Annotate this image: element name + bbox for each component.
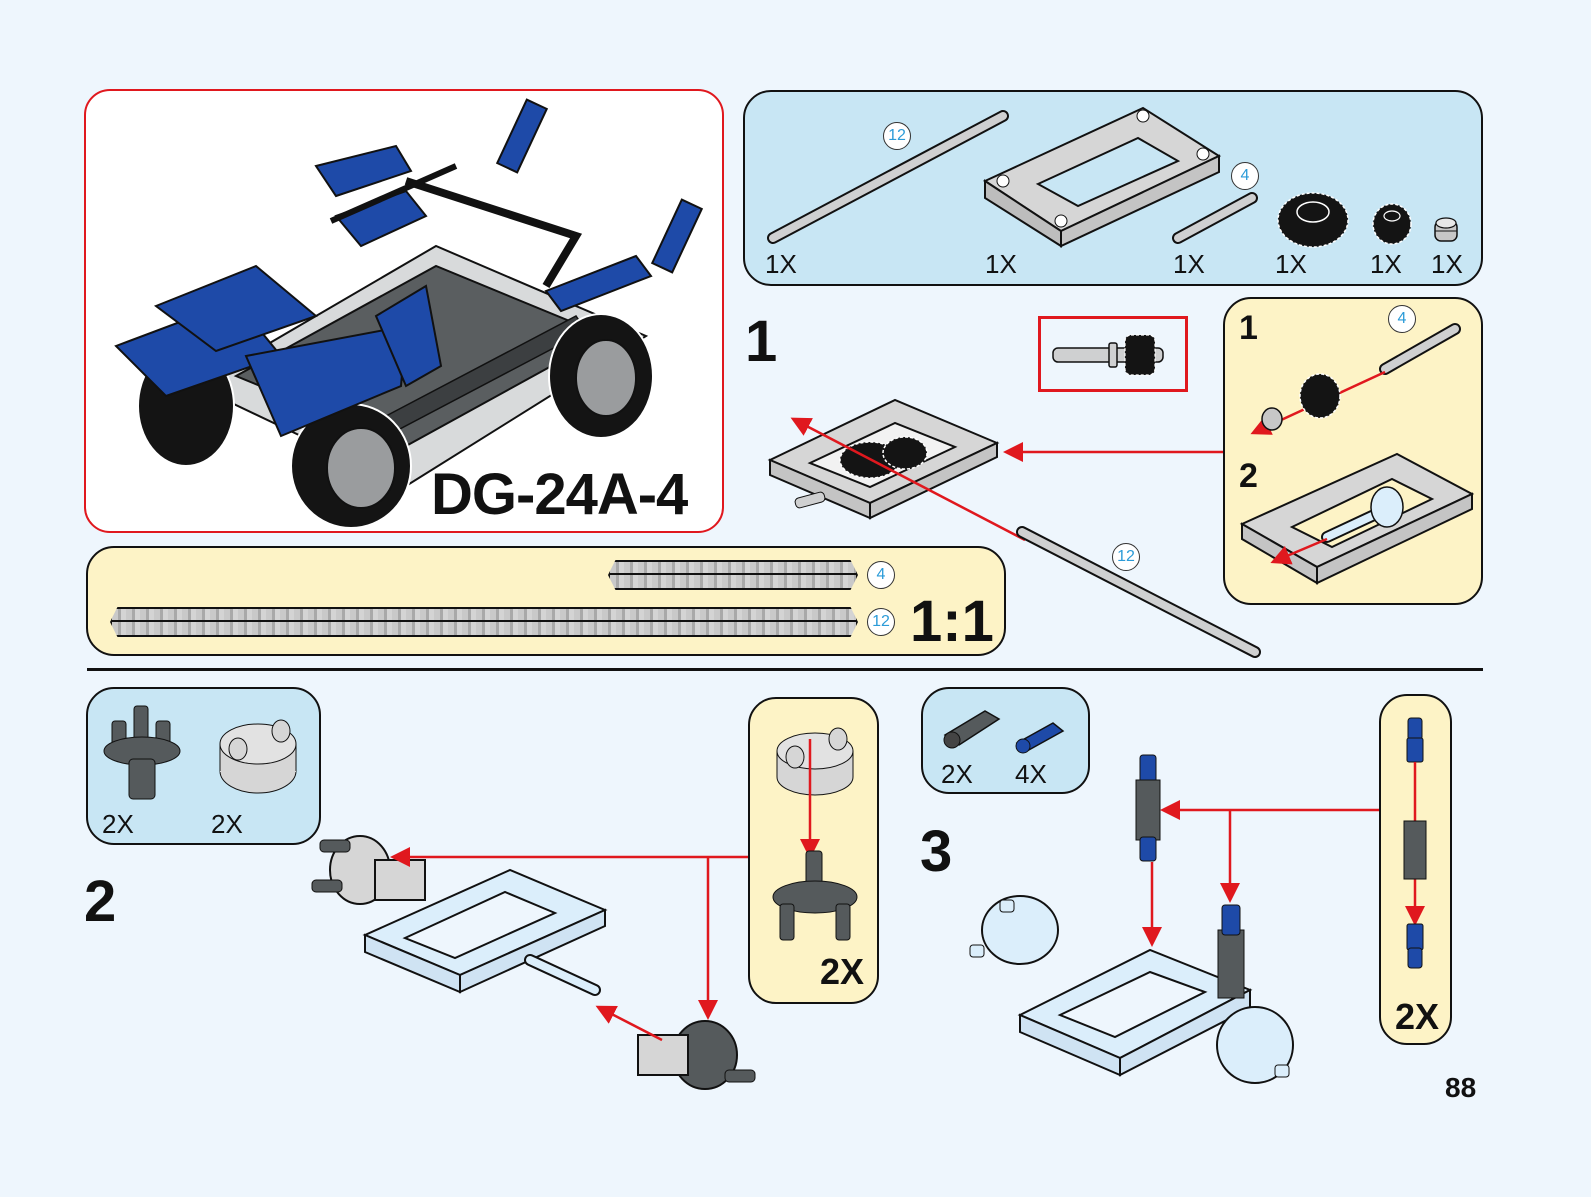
scale-reference-panel: 4 12 1:1	[86, 546, 1006, 656]
turntable-top-part	[776, 727, 854, 796]
part-quantity: 1X	[765, 249, 797, 279]
arrow-axle-insert	[790, 417, 1026, 542]
substep-arrow	[800, 739, 820, 859]
step2-assembly	[311, 835, 756, 1090]
bush-part	[1434, 217, 1458, 242]
substep1-illustration	[1250, 323, 1461, 435]
part-quantity: 2X	[941, 759, 973, 789]
axle-length-callout: 12	[1112, 543, 1140, 571]
blue-pin-part	[1015, 722, 1065, 754]
rotor-hub-part	[103, 705, 181, 800]
axle-12-scale-groove	[112, 620, 856, 622]
section-divider	[87, 668, 1483, 671]
subassembly-quantity: 2X	[1395, 996, 1440, 1037]
turntable-top-part	[219, 719, 297, 794]
rotor-hub-part	[772, 850, 858, 941]
step-number: 3	[920, 819, 953, 884]
axle-with-gear-illustration	[1052, 334, 1164, 376]
step-number: 1	[745, 309, 778, 374]
part-quantity: 1X	[1370, 249, 1402, 279]
part-quantity: 2X	[211, 809, 243, 839]
axle-4-part	[1172, 192, 1258, 244]
part-quantity: 1X	[985, 249, 1017, 279]
substep2-illustration	[1239, 452, 1475, 585]
step3-parts-panel: 2X 4X	[921, 687, 1090, 794]
axle-4-scale-groove	[610, 573, 856, 575]
axle-gear-callout	[1038, 316, 1188, 392]
gear-20-part	[1277, 192, 1349, 248]
axle-length-callout: 12	[883, 122, 911, 150]
model-code-title: DG-24A-4	[431, 462, 688, 527]
axle-12-scale	[110, 607, 858, 637]
wheel-front-right	[290, 403, 412, 529]
open-frame-part	[982, 106, 1222, 248]
axle-length-callout: 4	[1388, 305, 1416, 333]
substep-number: 1	[1239, 309, 1258, 347]
subassembly-quantity: 2X	[820, 951, 865, 992]
step1-substeps-panel: 1 4 2	[1223, 297, 1483, 605]
page-number: 88	[1445, 1072, 1477, 1103]
step3-subassembly-panel: 2X	[1379, 694, 1452, 1045]
axle-4-scale	[608, 560, 858, 590]
parts-list-panel: 12 1X 1X 4 1X 1X 1X 1X	[743, 90, 1483, 286]
wheel-rear-right	[548, 313, 654, 439]
part-quantity: 4X	[1015, 759, 1047, 789]
gear-12-part	[1372, 203, 1412, 245]
part-quantity: 1X	[1173, 249, 1205, 279]
model-preview-panel: DG-24A-4	[84, 89, 724, 533]
part-quantity: 1X	[1275, 249, 1307, 279]
model-car-illustration	[114, 98, 704, 529]
axle-12-fill	[1018, 528, 1259, 656]
step3-assembly	[969, 754, 1294, 1084]
part-quantity: 2X	[102, 809, 134, 839]
axle-length-callout: 12	[867, 608, 895, 636]
step2-parts-panel: 2X 2X	[86, 687, 321, 845]
axle-length-callout: 4	[1231, 162, 1259, 190]
step-number: 2	[84, 869, 117, 934]
step2-subassembly-panel: 2X	[748, 697, 879, 1004]
pin-connector-sequence	[1403, 717, 1427, 969]
arrow-hub-to-axle	[595, 1005, 663, 1042]
axle-connector-part	[943, 710, 1001, 749]
substep-number: 2	[1239, 457, 1258, 495]
scale-label: 1:1	[910, 589, 994, 654]
axle-12-part	[767, 110, 1009, 244]
part-quantity: 1X	[1431, 249, 1463, 279]
axle-length-callout: 4	[867, 561, 895, 589]
